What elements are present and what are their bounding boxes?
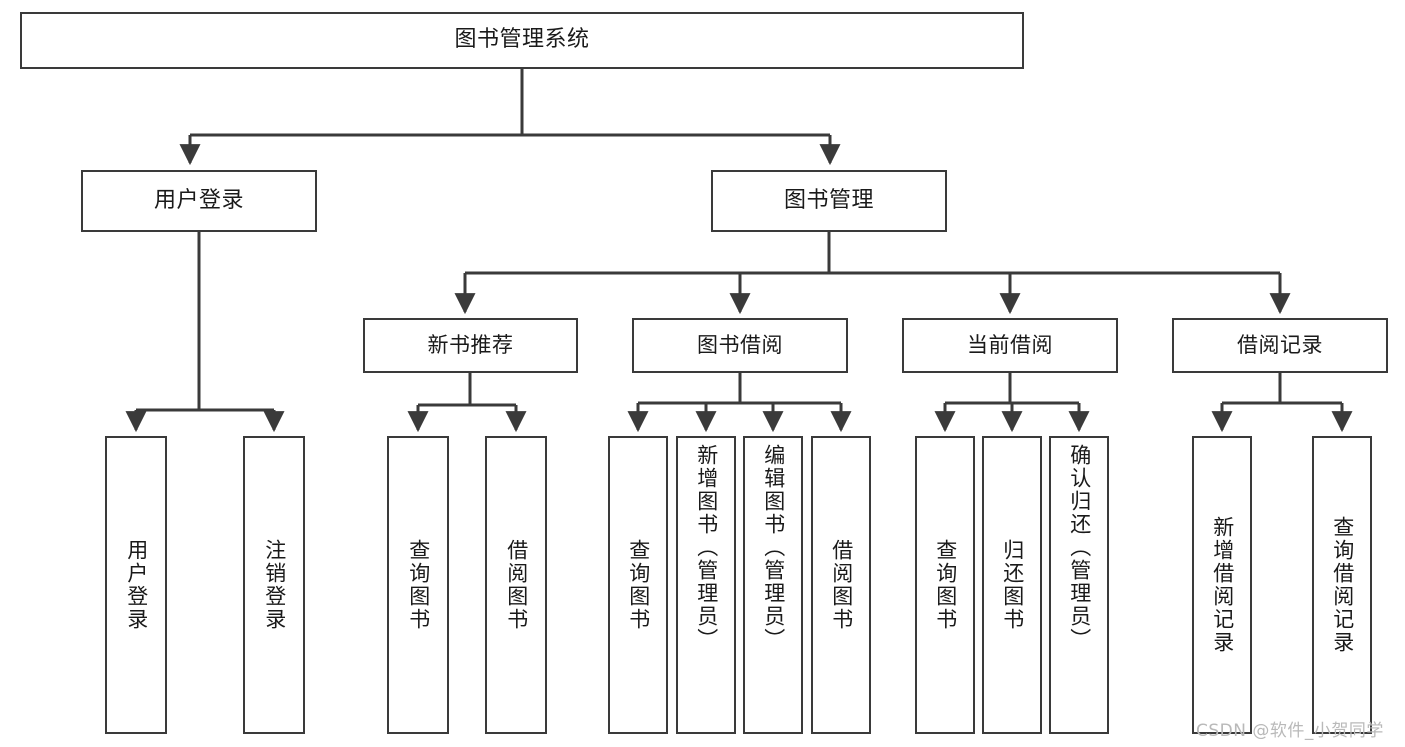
node-label: 归还图书 [1000, 539, 1025, 631]
node-user-login[interactable]: 用户登录 [81, 170, 317, 232]
node-current-borrowing[interactable]: 当前借阅 [902, 318, 1118, 373]
node-label: 新增借阅记录 [1210, 516, 1235, 654]
leaf-add-borrow-record[interactable]: 新增借阅记录 [1192, 436, 1252, 734]
node-label: 查询图书 [406, 539, 431, 631]
node-label: 编辑图书（管理员） [761, 444, 786, 651]
node-root-system[interactable]: 图书管理系统 [20, 12, 1024, 69]
node-new-book-recommendation[interactable]: 新书推荐 [363, 318, 578, 373]
node-label: 图书借阅 [697, 332, 783, 357]
leaf-query-book-current[interactable]: 查询图书 [915, 436, 975, 734]
leaf-confirm-return-admin[interactable]: 确认归还（管理员） [1049, 436, 1109, 734]
leaf-add-book-admin[interactable]: 新增图书（管理员） [676, 436, 736, 734]
node-label: 图书管理系统 [454, 27, 590, 53]
node-label: 借阅图书 [504, 539, 529, 631]
leaf-return-book[interactable]: 归还图书 [982, 436, 1042, 734]
leaf-query-borrow-record[interactable]: 查询借阅记录 [1312, 436, 1372, 734]
leaf-borrow-book[interactable]: 借阅图书 [811, 436, 871, 734]
leaf-logout-login[interactable]: 注销登录 [243, 436, 305, 734]
node-label: 确认归还（管理员） [1067, 444, 1092, 651]
csdn-watermark: CSDN @软件_小贺同学 [1196, 721, 1384, 741]
leaf-borrow-book-recommendation[interactable]: 借阅图书 [485, 436, 547, 734]
node-label: 图书管理 [783, 187, 874, 213]
node-label: 借阅图书 [829, 539, 854, 631]
leaf-user-login[interactable]: 用户登录 [105, 436, 167, 734]
node-label: 新增图书（管理员） [694, 444, 719, 651]
node-label: 查询图书 [933, 539, 958, 631]
leaf-query-book-recommendation[interactable]: 查询图书 [387, 436, 449, 734]
node-label: 用户登录 [124, 539, 149, 631]
node-label: 注销登录 [262, 539, 287, 631]
leaf-edit-book-admin[interactable]: 编辑图书（管理员） [743, 436, 803, 734]
node-borrow-records[interactable]: 借阅记录 [1172, 318, 1388, 373]
node-book-management[interactable]: 图书管理 [711, 170, 947, 232]
node-label: 当前借阅 [967, 332, 1053, 357]
node-label: 用户登录 [153, 187, 244, 213]
node-label: 查询图书 [626, 539, 651, 631]
leaf-query-book-borrowing[interactable]: 查询图书 [608, 436, 668, 734]
node-label: 借阅记录 [1237, 332, 1323, 357]
node-book-borrowing[interactable]: 图书借阅 [632, 318, 848, 373]
node-label: 查询借阅记录 [1330, 516, 1355, 654]
node-label: 新书推荐 [427, 332, 514, 357]
